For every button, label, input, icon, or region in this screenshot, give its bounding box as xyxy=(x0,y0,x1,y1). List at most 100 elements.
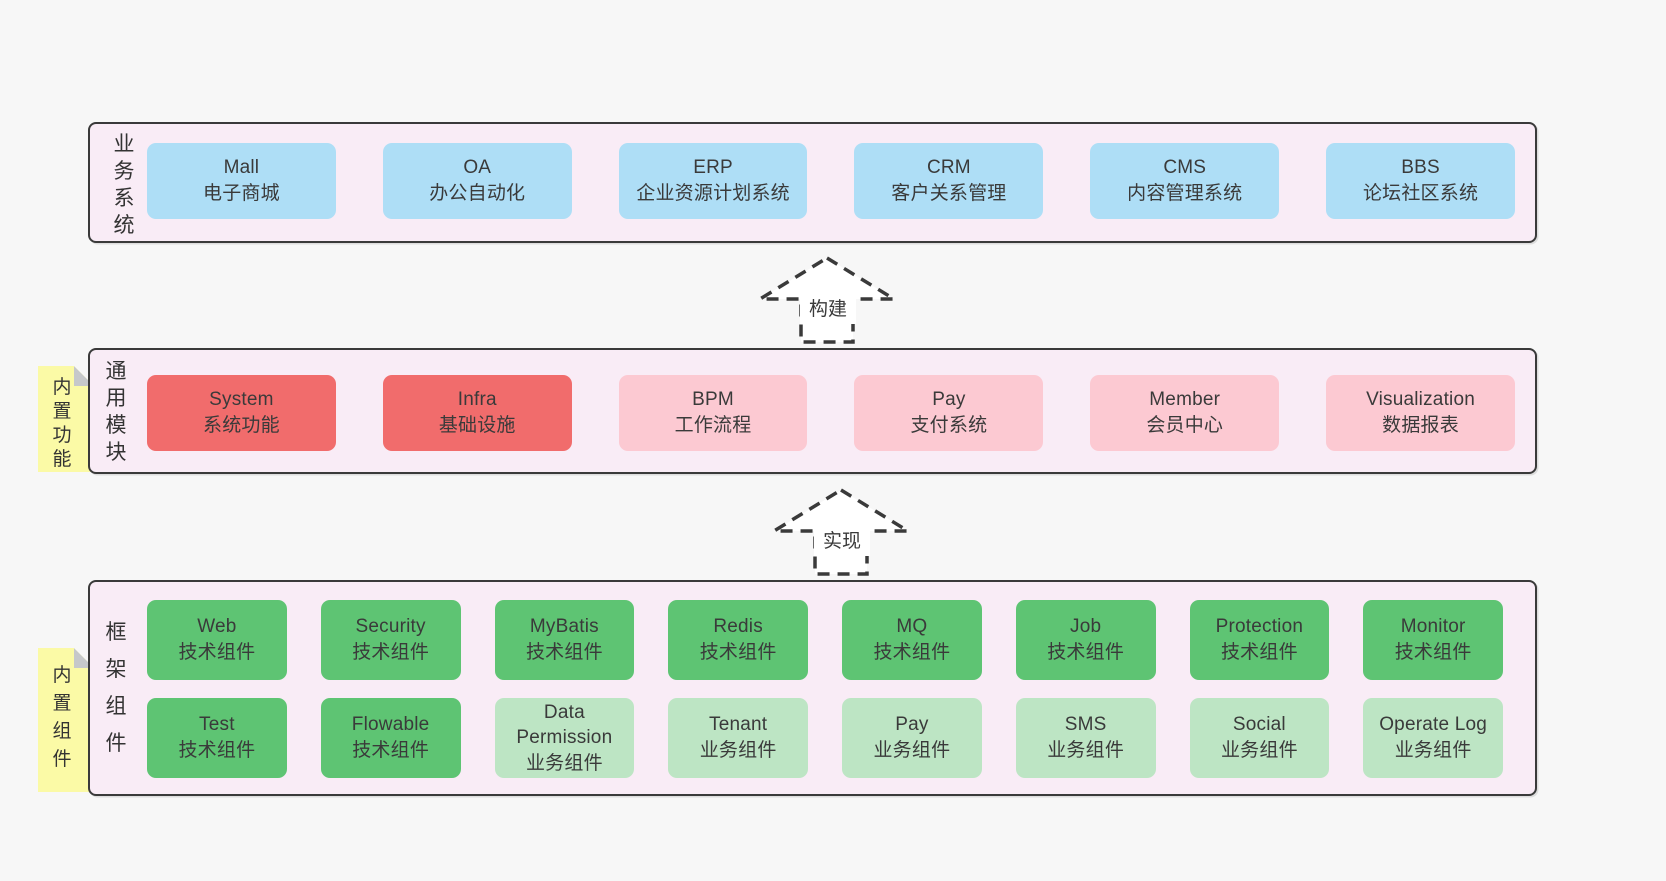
box-subtitle: 技术组件 xyxy=(1220,642,1298,663)
box-title: Data Permission xyxy=(516,701,613,749)
box-title: Job xyxy=(1070,616,1102,638)
box-mybatis: MyBatis 技术组件 xyxy=(494,600,635,680)
box-erp: ERP 企业资源计划系统 xyxy=(618,143,808,219)
box-mq: MQ 技术组件 xyxy=(842,600,982,680)
box-bbs: BBS 论坛社区系统 xyxy=(1326,143,1515,219)
box-mall: Mall 电子商城 xyxy=(147,143,336,219)
box-subtitle: 客户关系管理 xyxy=(891,183,1007,204)
box-title: OA xyxy=(463,157,492,179)
box-protection: Protection 技术组件 xyxy=(1189,600,1330,680)
box-web: Web 技术组件 xyxy=(147,600,287,680)
box-crm: CRM 客户关系管理 xyxy=(854,143,1044,219)
box-subtitle: 基础设施 xyxy=(438,415,516,436)
box-cms: CMS 内容管理系统 xyxy=(1090,143,1280,219)
box-pay-system: Pay 支付系统 xyxy=(854,375,1044,451)
box-title: Social xyxy=(1232,714,1286,736)
common-modules-label: 通用模块 xyxy=(105,360,127,464)
box-title: Operate Log xyxy=(1379,714,1488,736)
box-subtitle: 会员中心 xyxy=(1146,415,1224,436)
business-systems-row: Mall 电子商城 OA 办公自动化 ERP 企业资源计划系统 CRM 客户关系… xyxy=(147,143,1515,219)
box-subtitle: 技术组件 xyxy=(873,642,951,663)
box-member: Member 会员中心 xyxy=(1090,375,1280,451)
box-subtitle: 技术组件 xyxy=(1047,642,1125,663)
box-subtitle: 工作流程 xyxy=(674,415,752,436)
box-title: ERP xyxy=(693,157,733,179)
framework-components-panel: 框架组件 Web 技术组件 Security 技术组件 MyBatis 技术组件… xyxy=(88,580,1537,796)
box-subtitle: 技术组件 xyxy=(699,642,777,663)
box-title: Redis xyxy=(713,616,763,638)
box-title: Member xyxy=(1149,389,1221,411)
box-title: Infra xyxy=(457,389,497,411)
box-title: Security xyxy=(355,616,426,638)
box-title: Visualization xyxy=(1366,389,1476,411)
box-title: Web xyxy=(197,616,237,638)
box-data-permission: Data Permission 业务组件 xyxy=(494,698,635,778)
box-subtitle: 业务组件 xyxy=(525,752,603,774)
box-sms: SMS 业务组件 xyxy=(1015,698,1156,778)
box-subtitle: 支付系统 xyxy=(910,415,988,436)
box-subtitle: 技术组件 xyxy=(1394,642,1472,663)
box-job: Job 技术组件 xyxy=(1015,600,1156,680)
box-title: Protection xyxy=(1215,616,1304,638)
box-oa: OA 办公自动化 xyxy=(382,143,572,219)
box-title: Mall xyxy=(223,157,260,179)
box-title: Pay xyxy=(932,389,966,411)
box-tenant: Tenant 业务组件 xyxy=(668,698,808,778)
box-title: BBS xyxy=(1401,157,1440,179)
box-subtitle: 业务组件 xyxy=(699,740,777,761)
box-subtitle: 业务组件 xyxy=(1047,740,1125,761)
box-subtitle: 技术组件 xyxy=(178,740,256,761)
box-title: Flowable xyxy=(351,714,430,736)
box-subtitle: 业务组件 xyxy=(873,740,951,761)
box-flowable: Flowable 技术组件 xyxy=(320,698,461,778)
box-infra: Infra 基础设施 xyxy=(382,375,572,451)
box-operate-log: Operate Log 业务组件 xyxy=(1363,698,1503,778)
box-redis: Redis 技术组件 xyxy=(668,600,808,680)
box-title: Monitor xyxy=(1400,616,1466,638)
box-title: System xyxy=(209,389,274,411)
box-subtitle: 技术组件 xyxy=(178,642,256,663)
arrow-build-label: 构建 xyxy=(800,291,856,324)
common-modules-panel: 通用模块 System 系统功能 Infra 基础设施 BPM 工作流程 Pay… xyxy=(88,348,1537,474)
box-title: CRM xyxy=(926,157,971,179)
box-social: Social 业务组件 xyxy=(1189,698,1330,778)
box-monitor: Monitor 技术组件 xyxy=(1363,600,1503,680)
box-title: Pay xyxy=(895,714,929,736)
box-subtitle: 技术组件 xyxy=(525,642,603,663)
box-title: MyBatis xyxy=(529,616,599,638)
box-subtitle: 业务组件 xyxy=(1394,740,1472,761)
arrow-implement-label: 实现 xyxy=(814,523,870,556)
box-title: BPM xyxy=(692,389,734,411)
box-subtitle: 办公自动化 xyxy=(429,183,526,204)
box-title: Test xyxy=(199,714,235,736)
framework-components-row-1: Web 技术组件 Security 技术组件 MyBatis 技术组件 Redi… xyxy=(147,600,1503,680)
box-subtitle: 论坛社区系统 xyxy=(1362,183,1479,204)
box-bpm: BPM 工作流程 xyxy=(618,375,808,451)
box-title: MQ xyxy=(896,616,928,638)
sticky-note-text: 内置组件 xyxy=(52,665,72,770)
sticky-note-built-in-components: 内置组件 xyxy=(38,648,94,792)
box-subtitle: 内容管理系统 xyxy=(1127,183,1243,204)
business-systems-panel: 业务系统 Mall 电子商城 OA 办公自动化 ERP 企业资源计划系统 CRM… xyxy=(88,122,1537,243)
box-subtitle: 企业资源计划系统 xyxy=(636,183,790,204)
box-subtitle: 数据报表 xyxy=(1382,415,1459,436)
box-subtitle: 电子商城 xyxy=(203,183,280,204)
box-title: CMS xyxy=(1163,157,1207,179)
business-systems-label: 业务系统 xyxy=(113,133,135,237)
box-test: Test 技术组件 xyxy=(147,698,287,778)
box-title: Tenant xyxy=(709,714,768,736)
box-subtitle: 业务组件 xyxy=(1220,740,1298,761)
sticky-note-built-in-features: 内置功能 xyxy=(38,366,94,472)
box-system: System 系统功能 xyxy=(147,375,336,451)
box-subtitle: 技术组件 xyxy=(352,740,430,761)
box-security: Security 技术组件 xyxy=(320,600,461,680)
box-subtitle: 系统功能 xyxy=(203,415,280,436)
framework-components-label: 框架组件 xyxy=(105,621,127,755)
sticky-note-text: 内置功能 xyxy=(52,377,72,470)
box-pay-component: Pay 业务组件 xyxy=(842,698,982,778)
box-visualization: Visualization 数据报表 xyxy=(1326,375,1515,451)
common-modules-row: System 系统功能 Infra 基础设施 BPM 工作流程 Pay 支付系统… xyxy=(147,375,1515,451)
box-title: SMS xyxy=(1064,714,1107,736)
framework-components-row-2: Test 技术组件 Flowable 技术组件 Data Permission … xyxy=(147,698,1503,778)
